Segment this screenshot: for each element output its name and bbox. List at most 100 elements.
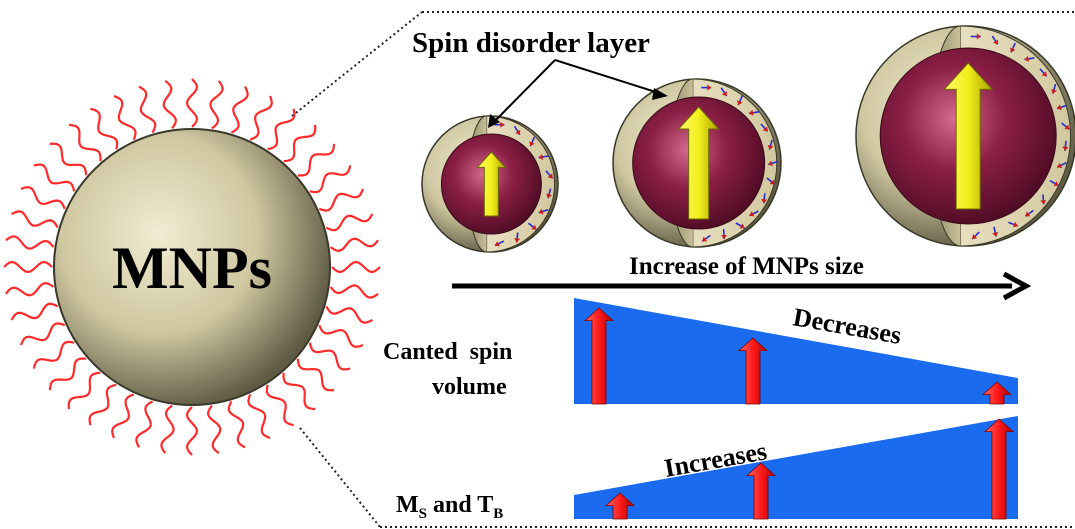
disordered-spin: [1040, 194, 1047, 205]
spin-arrow: [745, 462, 777, 520]
disordered-spin: [513, 125, 521, 136]
ligand-chain: [19, 322, 66, 346]
disordered-spin: [767, 160, 779, 167]
ligand-chain: [227, 400, 246, 449]
ligand-chain: [10, 302, 59, 321]
ligand-chain: [162, 80, 178, 130]
disordered-spin: [1024, 55, 1035, 62]
spin-arrow: [983, 418, 1015, 520]
size-axis-arrowhead: [1002, 271, 1032, 301]
ligand-chain: [160, 404, 175, 454]
spin-disorder-annotation: Spin disorder layer: [412, 27, 668, 128]
disordered-spin: [538, 208, 549, 215]
ligand-chain: [185, 78, 199, 128]
annotation-pointer-left-head: [488, 114, 500, 128]
ligand-chain: [325, 305, 373, 324]
ligand-chain: [90, 107, 119, 150]
ligand-chain: [11, 210, 59, 229]
ligand-chain: [282, 372, 316, 411]
ligand-chain: [113, 94, 137, 141]
ligand-chain: [331, 260, 381, 274]
ligand-chain: [309, 165, 352, 194]
size-axis: Increase of MNPs size: [452, 253, 1032, 301]
zoom-frame: [291, 11, 1075, 528]
disordered-spin: [761, 193, 768, 204]
ligand-chain: [329, 284, 379, 299]
ligand-chain: [5, 235, 55, 250]
disordered-spin: [528, 222, 537, 231]
spin-arrow: [981, 381, 1013, 405]
core-shell-particles: [421, 25, 1075, 253]
disordered-spin: [720, 87, 728, 97]
ligand-chain: [209, 80, 224, 130]
disordered-spin: [514, 232, 521, 243]
ms-tb-label-m-sub: S: [419, 506, 427, 522]
disordered-spin: [1039, 68, 1048, 77]
disordered-spin: [749, 210, 759, 217]
ligand-chain: [68, 123, 102, 162]
size-axis-label: Increase of MNPs size: [629, 253, 864, 280]
canted-spin-arrows: [583, 307, 1013, 405]
ligand-chain: [48, 357, 87, 391]
ligand-chains: [3, 78, 381, 456]
disordered-spin: [970, 33, 981, 40]
ms-tb-panel: Increases MS and TB: [396, 416, 1018, 522]
spin-arrow: [737, 337, 769, 405]
disordered-spin: [766, 177, 776, 185]
disordered-spin: [760, 123, 769, 132]
main-particle-sphere: [53, 128, 331, 406]
disordered-spin: [720, 229, 727, 240]
disordered-spin: [701, 234, 711, 242]
canted-spin-label-line2: volume: [432, 374, 507, 400]
disordered-spin: [737, 95, 743, 106]
spin-arrow: [583, 307, 615, 405]
ms-tb-arrows: [604, 418, 1015, 520]
ligand-chain: [283, 124, 317, 163]
ligand-chain: [3, 260, 53, 274]
canted-spin-label-line1: Canted spin: [383, 339, 512, 365]
ligand-chain: [138, 85, 157, 134]
disordered-spin: [1062, 140, 1069, 151]
annotation-pointer-right-head: [652, 88, 668, 100]
ms-tb-wedge: [574, 416, 1018, 519]
disordered-spin: [767, 139, 774, 150]
main-particle-label: MNPs: [112, 235, 272, 301]
disordered-spin: [494, 240, 505, 247]
ligand-chain: [325, 213, 374, 232]
main-particle: MNPs: [53, 128, 331, 406]
disordered-spin: [538, 153, 549, 160]
ligand-chain: [329, 237, 379, 253]
disordered-spin: [992, 226, 999, 237]
magnetic-moment-arrow: [677, 106, 720, 220]
ligand-chain: [249, 95, 273, 141]
disordered-spin: [748, 109, 759, 116]
ligand-chain: [88, 383, 117, 426]
ms-tb-label: MS and TB: [396, 492, 503, 522]
disordered-spin: [1008, 221, 1019, 228]
core-shell-particle: [855, 25, 1075, 247]
disordered-spin: [991, 35, 999, 45]
disordered-spin: [1009, 42, 1016, 53]
canted-spin-panel: Decreases Canted spin volume: [383, 298, 1018, 405]
disordered-spin: [1061, 122, 1070, 130]
ms-tb-label-t-sub: B: [493, 506, 503, 522]
disordered-spin: [1049, 179, 1059, 187]
zoom-line-bottom: [299, 427, 381, 528]
ligand-chain: [135, 400, 154, 448]
ligand-chain: [247, 393, 271, 440]
annotation-pointer-right: [554, 59, 663, 95]
ligand-chain: [49, 142, 88, 176]
ligand-chain: [111, 393, 135, 439]
ligand-chain: [5, 281, 55, 297]
annotation-pointer-left: [491, 59, 556, 125]
ligand-chain: [267, 108, 296, 151]
ligand-chain: [230, 86, 249, 134]
core-shell-particle: [421, 115, 559, 253]
ligand-chain: [185, 406, 199, 456]
ligand-chain: [296, 358, 335, 392]
disordered-spin: [1056, 162, 1067, 169]
zoom-line-top: [291, 11, 423, 117]
disordered-spins: [701, 84, 779, 242]
disordered-spin: [1056, 104, 1067, 111]
